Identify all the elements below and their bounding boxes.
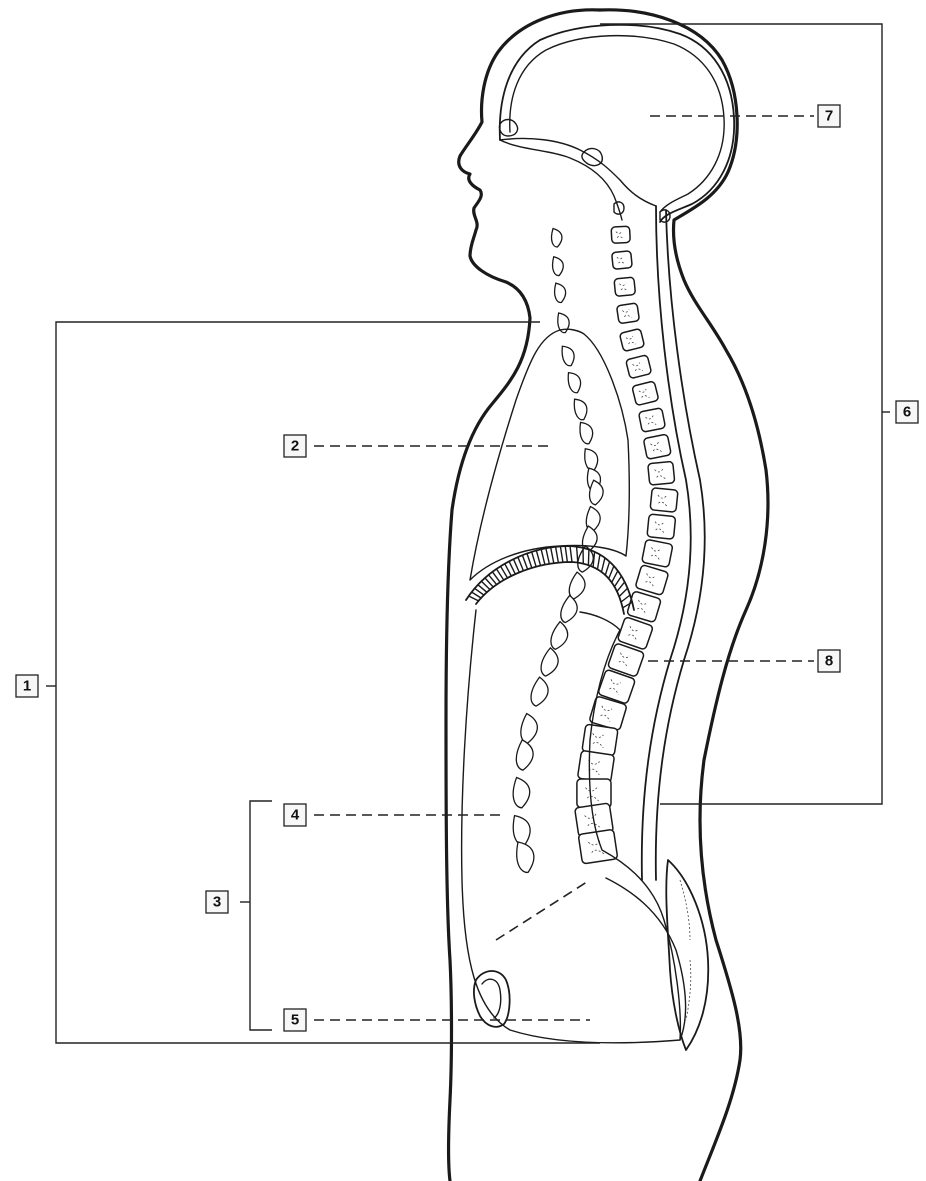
spinous-process <box>554 595 582 624</box>
spinous-process <box>524 677 553 708</box>
vertebra <box>626 355 652 379</box>
label-3: 3 <box>206 891 228 913</box>
label-2: 2 <box>284 435 306 457</box>
svg-text:5: 5 <box>291 1012 299 1029</box>
bracket-1 <box>56 322 600 1043</box>
spinous-process <box>549 257 565 277</box>
vertebra <box>619 328 644 351</box>
svg-text:6: 6 <box>903 404 911 421</box>
spinous-process <box>582 449 599 472</box>
spinous-process <box>514 714 542 745</box>
vertebra <box>614 277 636 296</box>
vertebra <box>642 539 673 567</box>
spinous-process <box>509 816 533 847</box>
spinous-process <box>507 777 533 809</box>
bracket-3 <box>250 801 272 1030</box>
vertebra <box>627 591 662 623</box>
vertebra <box>647 514 676 539</box>
vertebra <box>578 829 618 864</box>
spinous-process <box>551 283 567 303</box>
vertebra <box>577 750 614 783</box>
label-8: 8 <box>818 650 840 672</box>
vertebra <box>632 381 659 406</box>
vertebra <box>648 461 675 485</box>
svg-text:3: 3 <box>213 894 221 911</box>
vertebra <box>638 408 665 433</box>
label-5: 5 <box>284 1009 306 1031</box>
skull <box>499 25 734 222</box>
leader-lines <box>314 116 814 1020</box>
spinous-process <box>577 422 594 444</box>
label-7: 7 <box>818 105 840 127</box>
thoracic-cavity <box>466 329 634 614</box>
spinous-process <box>510 740 538 772</box>
spinous-process <box>544 622 572 652</box>
sacrum <box>606 860 708 1050</box>
vertebra <box>643 434 671 459</box>
svg-text:2: 2 <box>291 438 299 455</box>
abdominopelvic-cavity <box>462 610 681 1043</box>
spinous-process <box>566 373 581 393</box>
svg-text:8: 8 <box>825 653 833 670</box>
vertebra <box>611 226 630 243</box>
spinous-process <box>548 228 564 247</box>
spinous-process <box>534 648 563 678</box>
svg-text:1: 1 <box>23 678 31 695</box>
svg-text:7: 7 <box>825 108 833 125</box>
vertebra <box>650 488 678 513</box>
label-1: 1 <box>16 675 38 697</box>
spinous-process <box>573 399 588 420</box>
svg-text:4: 4 <box>291 807 300 824</box>
body-outline <box>446 10 768 1181</box>
spinous-process <box>512 842 536 873</box>
spinous-process <box>563 572 590 600</box>
spinous-process <box>560 346 575 366</box>
vertebra <box>616 303 639 324</box>
vertebra <box>612 251 633 270</box>
label-4: 4 <box>284 804 306 826</box>
vertebra <box>635 565 669 596</box>
label-6: 6 <box>896 401 918 423</box>
